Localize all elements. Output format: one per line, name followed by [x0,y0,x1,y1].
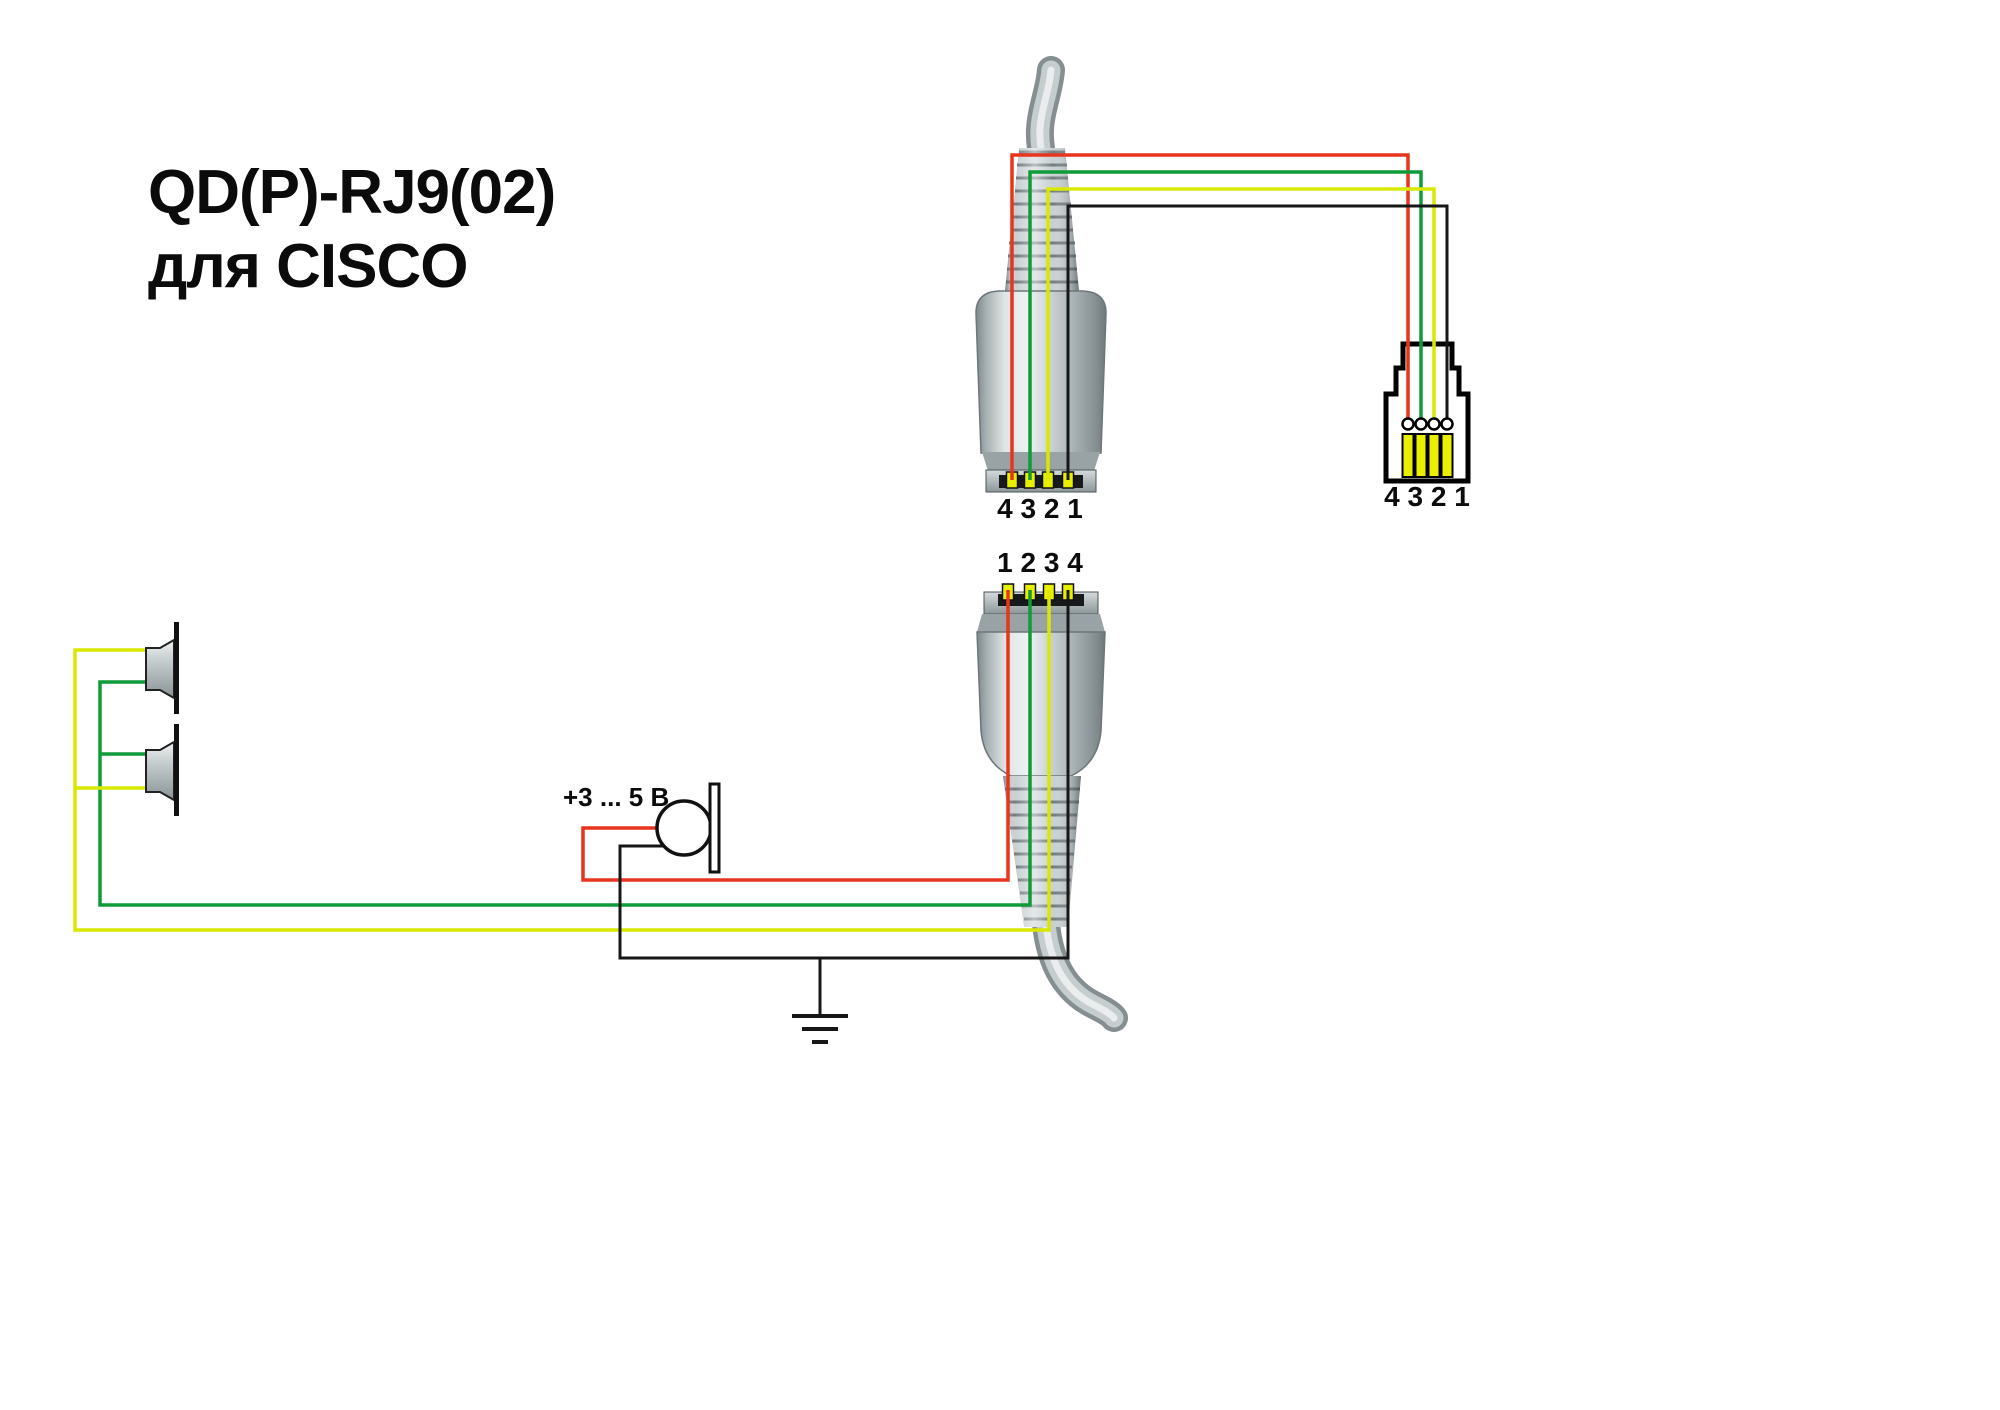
qd-connector-bottom [976,583,1128,1032]
speaker-bottom-body [145,740,175,802]
rj9-contacts [1401,417,1454,478]
rj9-pin-3 [1414,433,1428,478]
rj9-pin-4 [1401,433,1415,478]
rj9-contact-3 [1414,417,1428,431]
qd-top-collar [982,452,1100,471]
rj9-pin-2 [1427,433,1441,478]
wire-green-headset [98,590,1032,907]
rj9-pin-numbers: 4 3 2 1 [1384,481,1470,512]
qd-connector-top [975,56,1107,493]
wires [73,153,1449,1016]
qd-bottom-collar [977,614,1105,632]
wire-black-headset [618,590,1070,1016]
qd-bottom-body [976,631,1106,777]
rj9-contact-1 [1440,417,1454,431]
qd-top-body [975,290,1107,454]
ground-symbol [792,1014,848,1044]
speaker-bottom [145,724,179,816]
rj9-pin-1 [1440,433,1454,478]
qd-top-strain-shade [1005,148,1079,291]
ground-symbol-bars [792,1014,848,1044]
speaker-top-body [145,638,175,700]
speaker-top [145,622,179,714]
qd-bottom-strain-shade [1003,776,1081,927]
qd-bottom-pin-numbers: 1 2 3 4 [997,547,1083,578]
rj9-contact-2 [1427,417,1441,431]
wire-red-top [1010,153,1410,480]
qd-top-cable-highlight [1036,66,1055,152]
rj9-contact-4 [1401,417,1415,431]
wire-black-top [1066,204,1449,480]
qd-bottom-cable-highlight [1042,920,1118,1022]
microphone [655,782,721,874]
qd-top-pin-numbers: 4 3 2 1 [997,493,1083,524]
wire-red-headset [581,590,1010,882]
wire-green-top [1028,170,1423,480]
wire-yellow-headset [73,590,1051,932]
diagram-title-line2: для CISCO [148,232,468,301]
microphone-plate [708,782,721,874]
mic-voltage-label: +3 ... 5 В [563,782,669,812]
wire-yellow-top [1046,187,1436,480]
diagram-title-line1: QD(P)-RJ9(02) [148,158,555,227]
